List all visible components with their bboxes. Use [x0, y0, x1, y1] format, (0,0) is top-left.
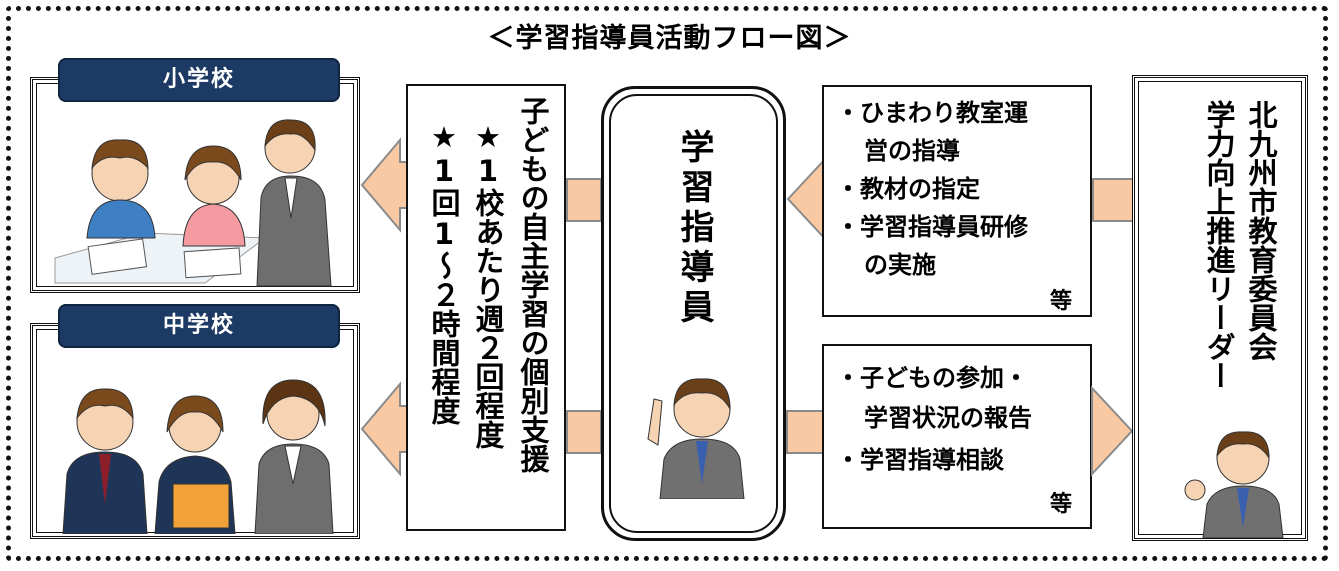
board-actions-etc: 等	[1049, 289, 1072, 314]
report-line: ・子どもの参加・	[836, 364, 1028, 392]
board-action-line: ・学習指導員研修	[836, 213, 1028, 241]
board-action-line: 営の指導	[864, 137, 960, 165]
connector-lower	[566, 410, 602, 454]
junior-high-school-box	[30, 323, 360, 539]
leader-illustration	[1184, 431, 1284, 538]
report-line: 学習状況の報告	[864, 404, 1032, 432]
board-action-line: ・ひまわり教室運	[836, 99, 1028, 127]
junior-high-students-illustration	[62, 379, 334, 534]
elementary-school-label: 小学校	[58, 58, 340, 102]
reports-box: ・子どもの参加・ 学習状況の報告 ・学習指導相談 等	[822, 344, 1092, 529]
connector-upper	[566, 178, 602, 222]
instructor-illustration	[647, 378, 745, 499]
support-duration: ★1回1～２時間程度	[427, 120, 461, 425]
diagram-title: ＜学習指導員活動フロー図＞	[487, 23, 852, 54]
board-actions-box: ・ひまわり教室運 営の指導 ・教材の指定 ・学習指導員研修 の実施 等	[822, 85, 1092, 317]
connector-reports	[786, 410, 824, 454]
reports-etc: 等	[1049, 492, 1072, 517]
dotted-frame	[6, 6, 1328, 561]
instructor-label: 学習指導員	[674, 129, 714, 329]
board-action-line: の実施	[864, 251, 936, 279]
board-role: 学力向上推進リーダー	[1202, 100, 1236, 390]
elementary-school-box	[30, 77, 360, 293]
support-heading: 子どもの自主学習の個別支援	[516, 96, 550, 473]
junior-high-school-label: 中学校	[58, 304, 340, 348]
support-frequency: ★1校あたり週２回程度	[471, 120, 505, 449]
report-line: ・学習指導相談	[836, 446, 1004, 474]
instructor-box: 学習指導員	[601, 86, 786, 541]
board-name: 北九州市教育委員会	[1244, 100, 1278, 361]
elementary-students-illustration	[54, 119, 332, 287]
connector-board-actions	[1092, 178, 1134, 222]
individual-support-box: 子どもの自主学習の個別支援 ★1校あたり週２回程度 ★1回1～２時間程度	[406, 84, 566, 531]
arrow-reports-to-board	[1091, 385, 1134, 477]
board-of-education-box: 北九州市教育委員会 学力向上推進リーダー	[1132, 75, 1308, 541]
board-action-line: ・教材の指定	[836, 175, 980, 203]
